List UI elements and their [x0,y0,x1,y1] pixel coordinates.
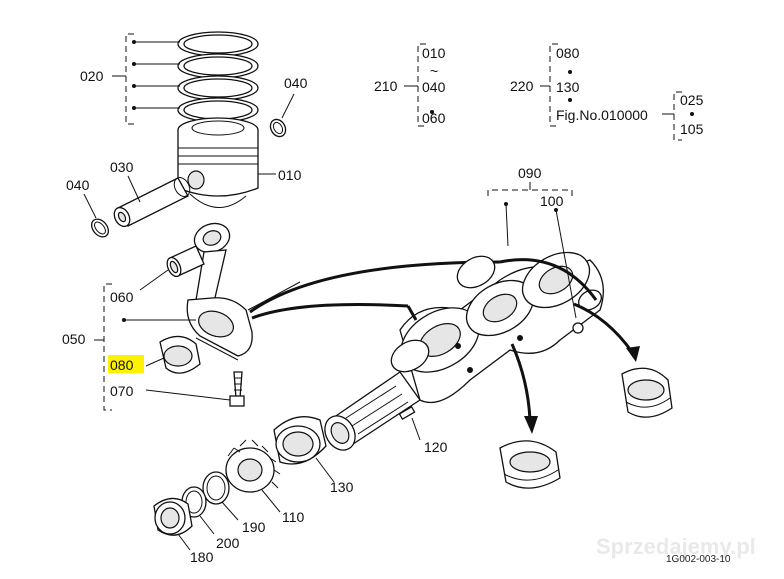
conrod-leaders [247,260,501,320]
label-060: 060 [110,289,134,305]
label-210: 210 [374,78,398,94]
bracket-050 [94,283,196,411]
main-bearing-right [573,302,673,418]
watermark: Sprzedajemy.pl [596,534,756,559]
label-010: 010 [278,167,302,183]
front-bearing [273,416,327,465]
small-end-bushing [166,245,205,278]
label-020: 020 [80,68,104,84]
label-220: 220 [510,78,534,94]
label-110: 110 [282,509,305,525]
connecting-rod-bolt [229,371,245,407]
label-210-item-010: 010 [422,45,446,61]
connecting-rod-bearing [159,335,201,374]
label-220-item-130: 130 [556,79,580,95]
label-210-item-040: 040 [422,79,446,95]
label-210-item-tilde: ~ [430,63,438,79]
connecting-rod [186,222,253,361]
bracket-090 [487,182,577,319]
label-220-item-080: 080 [556,45,580,61]
label-200: 200 [216,535,240,551]
label-050: 050 [62,331,86,347]
o-ring-190 [202,471,230,505]
figure-code: 1G002-003-10 [666,554,731,565]
piston-pin [113,177,191,228]
label-220-item-025: 025 [680,92,704,108]
label-080: 080 [110,357,134,373]
label-120: 120 [424,439,448,455]
label-030: 030 [110,159,134,175]
label-040-left: 040 [66,177,90,193]
label-190: 190 [242,519,266,535]
main-bearing-center [499,343,561,489]
label-070: 070 [110,383,134,399]
bracket-020 [112,33,180,125]
group-220 [540,43,694,141]
crank-key [398,406,416,420]
label-090: 090 [518,165,542,181]
label-220-item-fig: Fig.No.010000 [556,107,648,123]
piston-rings [177,31,259,123]
circlip-left [90,218,110,238]
label-210-item-060: 060 [422,110,446,126]
label-080-highlight [108,355,144,373]
label-130: 130 [330,479,354,495]
label-180: 180 [190,549,214,565]
crank-gear [225,439,281,493]
label-220-item-105: 105 [680,121,704,137]
group-210 [404,43,434,127]
circlip-right [269,118,287,138]
collar-180 [153,497,193,536]
label-040-right: 040 [284,75,308,91]
label-100: 100 [540,193,564,209]
crankshaft [324,251,604,451]
crankshaft-leaders [406,258,598,321]
piston [177,117,259,208]
